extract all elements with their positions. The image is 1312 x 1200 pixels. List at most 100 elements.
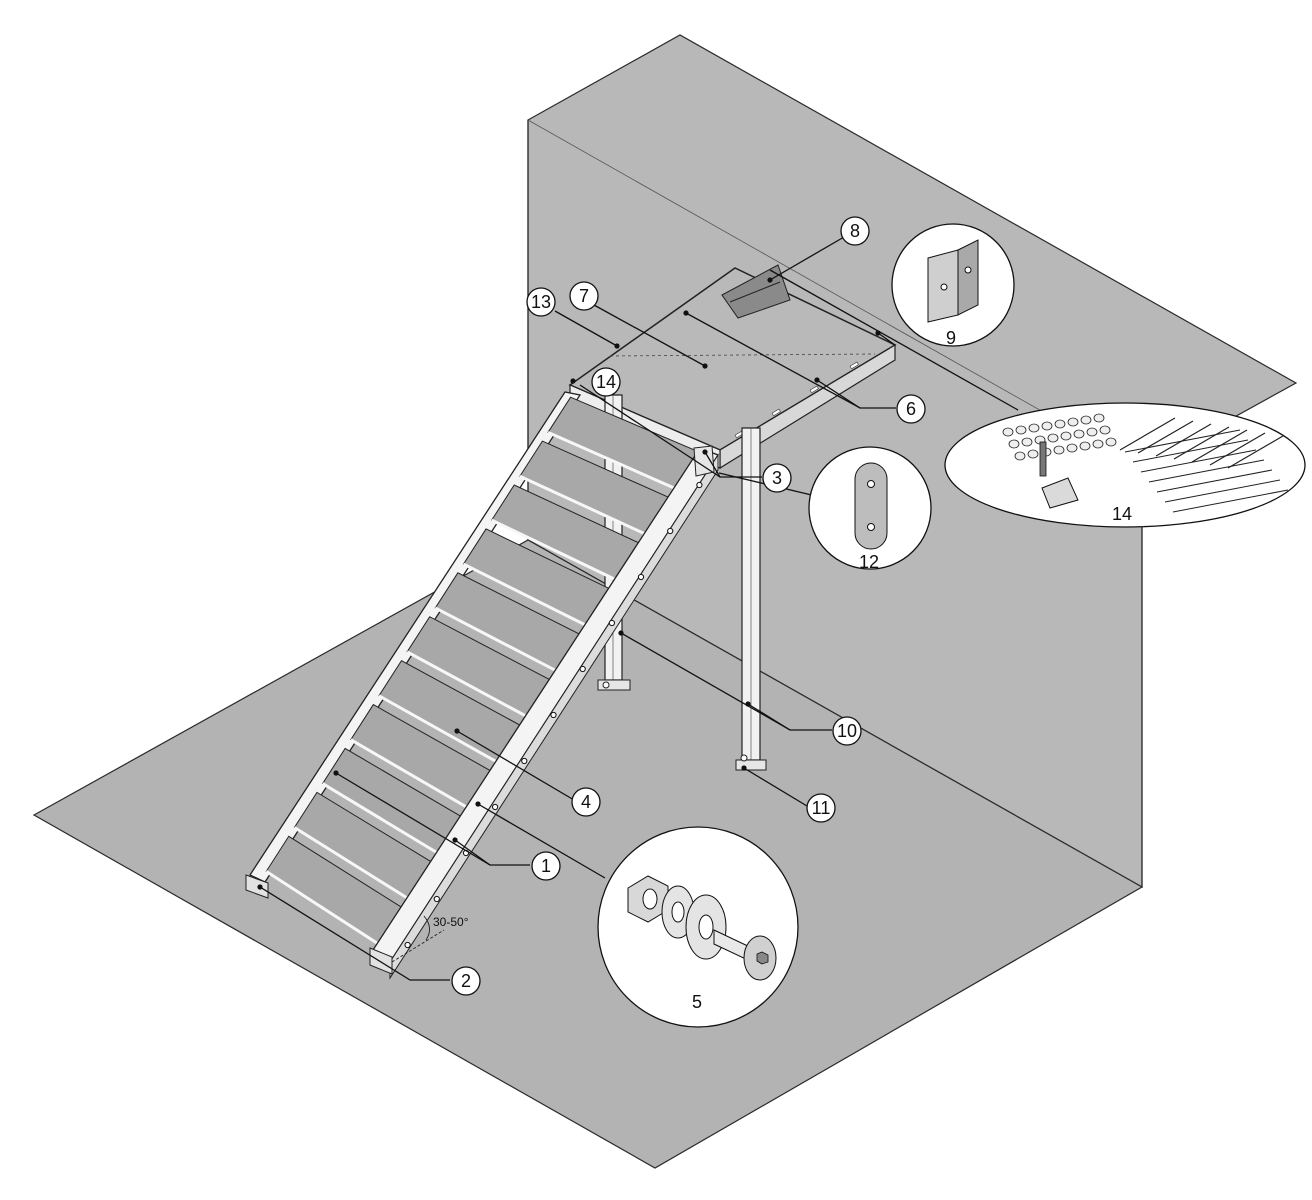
detail-14-label: 14 — [1112, 504, 1132, 524]
detail-12-label: 12 — [859, 552, 879, 572]
mesh-cell — [1041, 421, 1053, 431]
callout-8: 8 — [840, 216, 870, 246]
leader-dots — [257, 277, 881, 890]
detail-9-label: 9 — [946, 328, 956, 348]
stringer-bolt — [579, 665, 586, 673]
leader-dot — [333, 770, 339, 776]
tread-nosing — [293, 826, 420, 907]
mesh-cell — [1105, 437, 1117, 447]
callout-2: 2 — [451, 966, 481, 996]
mesh-cell — [1099, 425, 1111, 435]
svg-text:14: 14 — [596, 372, 616, 392]
tread-nosing — [265, 870, 391, 953]
mesh-cell — [1054, 419, 1066, 429]
svg-text:3: 3 — [772, 468, 782, 488]
leader-11 — [743, 767, 808, 807]
mesh-cell — [1014, 451, 1026, 461]
angle-reference-line — [391, 929, 445, 963]
callout-13: 13 — [526, 287, 556, 317]
leader-dot — [683, 310, 689, 316]
svg-text:6: 6 — [906, 399, 916, 419]
leader-1b — [454, 839, 491, 866]
mesh-cell — [1028, 423, 1040, 433]
leader-10b — [747, 703, 791, 731]
angle-bracket-flange — [957, 239, 979, 316]
mesh-cell — [1086, 427, 1098, 437]
grating-crossbar — [1164, 479, 1281, 503]
washer-1-hole — [671, 901, 685, 923]
leader-lines — [259, 236, 1019, 981]
callout-6: 6 — [896, 394, 926, 424]
stair-steps — [265, 396, 706, 953]
mesh-cell — [1053, 445, 1065, 455]
bracket-hole — [940, 283, 948, 291]
grating-crossbar — [1140, 449, 1257, 473]
mesh-cell — [1060, 431, 1072, 441]
staircase — [245, 391, 719, 980]
anchor-bolt — [740, 754, 748, 762]
leader-9 — [877, 332, 896, 346]
leader-dot — [875, 330, 881, 336]
leader-dot — [618, 630, 624, 636]
grating-bar — [1119, 417, 1176, 451]
grating-bar — [1155, 423, 1212, 457]
mesh-cell — [1066, 443, 1078, 453]
leader-dot — [475, 801, 481, 807]
top-connection — [693, 445, 715, 477]
svg-text:11: 11 — [812, 798, 831, 818]
callout-4: 4 — [571, 787, 601, 817]
svg-text:7: 7 — [579, 286, 589, 306]
beam-slot — [809, 385, 819, 394]
grating-bar — [1173, 426, 1230, 460]
leader-dot — [814, 377, 820, 383]
mesh-cell — [1067, 417, 1079, 427]
bracket-hole — [964, 266, 972, 274]
bolt-socket — [756, 951, 769, 965]
detail-connection-plate: 12 — [808, 446, 932, 572]
tread-nosing — [491, 518, 624, 585]
tread-nosing — [321, 782, 449, 861]
callout-1: 1 — [531, 851, 561, 881]
mesh-cell — [1080, 415, 1092, 425]
leader-7 — [593, 304, 706, 367]
anchor-bolt — [602, 681, 610, 689]
svg-text:10: 10 — [837, 721, 857, 741]
detail-angle-bracket: 9 — [891, 223, 1015, 348]
svg-text:13: 13 — [531, 292, 551, 312]
platform-inner-edge — [609, 353, 876, 357]
svg-text:8: 8 — [850, 221, 860, 241]
leader-dot — [702, 449, 708, 455]
detail-bolt-set: 5 — [597, 826, 799, 1028]
grating-grid — [1119, 417, 1289, 513]
bracket-detail — [729, 281, 781, 303]
angle-annotation: 30-50° — [391, 915, 469, 963]
left-base-plate — [245, 874, 269, 899]
mesh-cell — [1008, 439, 1020, 449]
svg-text:4: 4 — [581, 792, 591, 812]
leader-dot — [745, 701, 751, 707]
beam-slot — [849, 361, 859, 370]
plate-hole — [867, 480, 875, 488]
leader-dot — [702, 363, 708, 369]
tread-nosing — [350, 738, 478, 815]
leader-dot — [257, 884, 263, 890]
tread-nosing — [406, 650, 536, 723]
stringer-bolt — [492, 803, 499, 811]
mesh-cell — [1027, 449, 1039, 459]
grating-crossbar — [1172, 489, 1289, 513]
leader-14 — [769, 269, 1019, 411]
leader-6b — [816, 379, 861, 409]
grating-bar — [1227, 435, 1284, 469]
leader-2 — [259, 886, 450, 981]
callout-14: 14 — [591, 367, 621, 397]
tread-nosing — [378, 694, 507, 769]
stringer-bolt — [550, 711, 557, 719]
callout-10: 10 — [832, 716, 862, 746]
connection-plate — [854, 462, 888, 550]
leader-dot — [570, 378, 576, 384]
tread-nosing — [434, 606, 566, 677]
leader-13 — [554, 310, 618, 347]
stringer-bolt — [404, 941, 411, 949]
leader-dot — [767, 277, 773, 283]
